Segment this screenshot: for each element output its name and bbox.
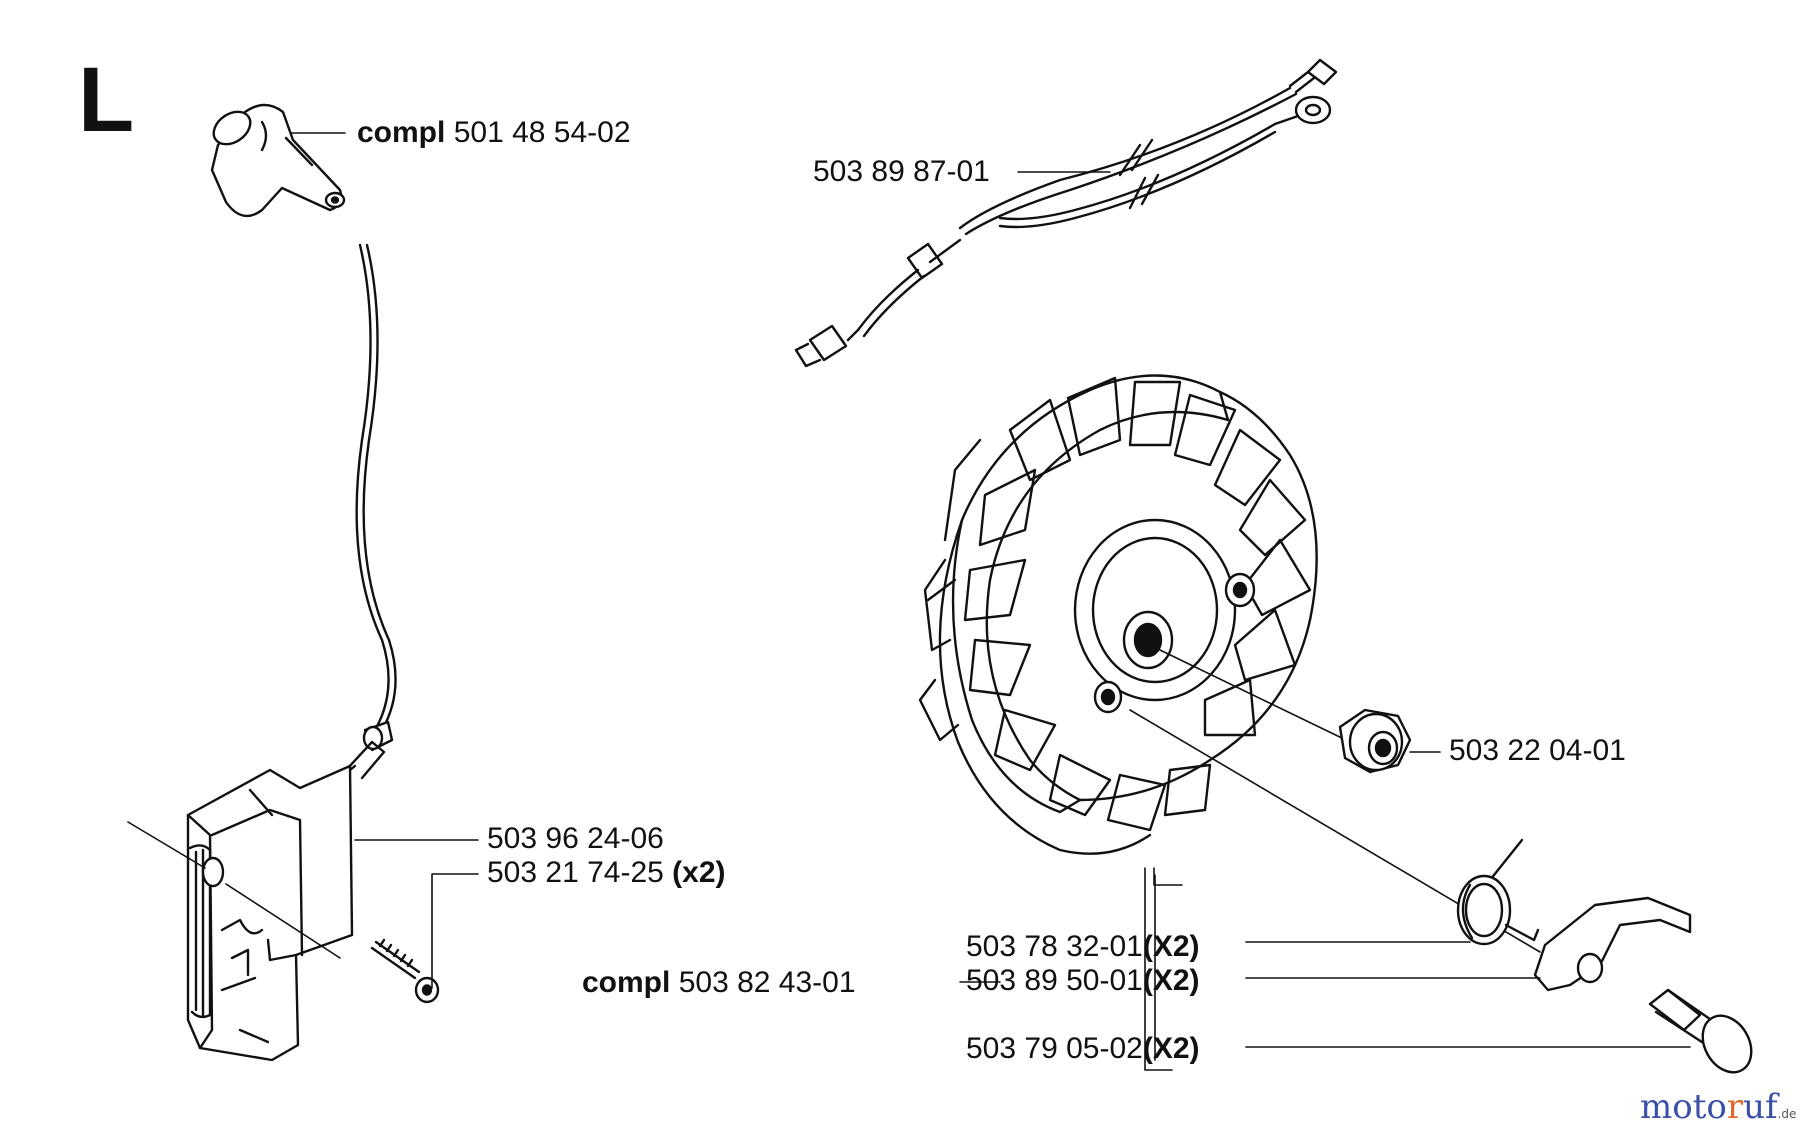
part-prefix: compl	[357, 116, 446, 149]
nut-icon	[1338, 708, 1412, 774]
part-number: 503 78 32-01	[966, 930, 1143, 963]
wire-harness-icon	[794, 58, 1338, 368]
part-label-pawl-pin: 503 79 05-02(X2)	[966, 1034, 1200, 1064]
part-qty: (X2)	[1142, 964, 1200, 997]
part-label-spark-plug-cap: compl 501 48 54-02	[357, 118, 631, 148]
part-number: 503 22 04-01	[1449, 734, 1626, 767]
watermark-part3: uf	[1743, 1087, 1778, 1127]
screw-icon	[370, 938, 440, 1004]
pawl-pin-icon	[1648, 988, 1753, 1074]
part-label-pawl: 503 89 50-01(X2)	[966, 966, 1200, 996]
part-number: 503 89 87-01	[813, 155, 990, 188]
spark-plug-cap-icon	[210, 103, 346, 218]
part-number: 503 89 50-01	[966, 964, 1143, 997]
ignition-module-icon	[186, 720, 394, 1062]
watermark-part2: r	[1726, 1087, 1744, 1127]
part-number: 503 79 05-02	[966, 1032, 1143, 1065]
part-label-nut: 503 22 04-01	[1449, 736, 1626, 766]
watermark-logo: motoruf.de	[1640, 1090, 1796, 1124]
part-prefix: compl	[582, 966, 671, 999]
leader-lines	[291, 132, 1691, 1071]
spring-icon	[1456, 838, 1540, 946]
flywheel-icon	[918, 374, 1318, 855]
pawl-icon	[1533, 896, 1692, 992]
part-number: 503 96 24-06	[487, 822, 664, 855]
watermark-suffix: .de	[1777, 1107, 1797, 1121]
part-label-ignition-module: 503 96 24-06	[487, 824, 664, 854]
part-number: 503 82 43-01	[678, 966, 856, 999]
part-qty: (X2)	[1142, 930, 1200, 963]
part-label-spring: 503 78 32-01(X2)	[966, 932, 1200, 962]
part-label-flywheel-compl: compl 503 82 43-01	[582, 968, 856, 998]
part-number: 501 48 54-02	[453, 116, 631, 149]
part-label-screw: 503 21 74-25 (x2)	[487, 858, 726, 888]
part-label-wire-harness: 503 89 87-01	[813, 157, 990, 187]
part-qty: (X2)	[1142, 1032, 1200, 1065]
watermark-part1: moto	[1640, 1087, 1727, 1127]
ignition-cable	[355, 243, 397, 732]
part-number: 503 21 74-25	[487, 856, 664, 889]
part-qty: (x2)	[672, 856, 726, 889]
section-letter: L	[78, 49, 135, 151]
